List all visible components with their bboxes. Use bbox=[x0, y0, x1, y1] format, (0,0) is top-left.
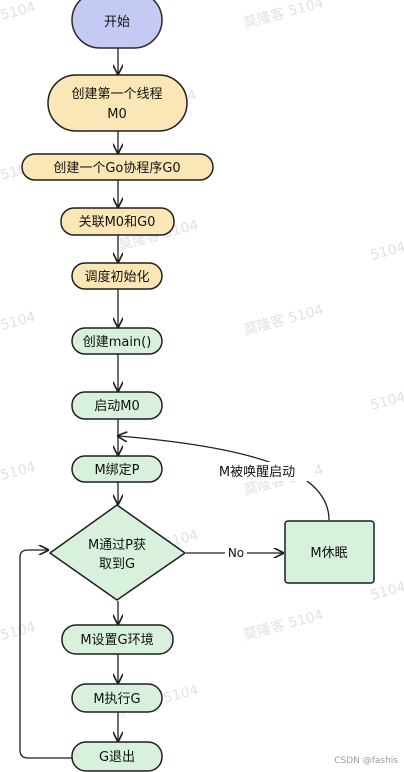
node-create-g0: 创建一个Go协程序G0 bbox=[21, 153, 214, 181]
node-decision-label-1: M通过P获 bbox=[88, 538, 146, 553]
node-g-exit: G退出 bbox=[71, 741, 163, 772]
watermark: 5104 bbox=[369, 579, 404, 604]
node-m-bind-p: M绑定P bbox=[71, 455, 163, 483]
node-m-sleep-label: M休眠 bbox=[310, 546, 347, 561]
node-m-bind-p-label: M绑定P bbox=[94, 463, 139, 478]
node-start-m0: 启动M0 bbox=[71, 391, 163, 420]
edge-label-no: No bbox=[228, 546, 244, 560]
node-sched-init-label: 调度初始化 bbox=[84, 269, 149, 285]
watermark: 5104 bbox=[369, 239, 404, 264]
watermark: 5104 bbox=[0, 619, 38, 644]
node-link-m0-g0-label: 关联M0和G0 bbox=[79, 215, 156, 230]
node-decision-label-2: 取到G bbox=[99, 557, 135, 572]
node-m-set-env: M设置G环境 bbox=[61, 624, 174, 655]
node-start-m0-label: 启动M0 bbox=[94, 399, 140, 414]
node-m-exec-g: M执行G bbox=[71, 683, 163, 713]
watermark: 莫隆客 5104 bbox=[242, 606, 326, 644]
node-start: 开始 bbox=[71, 0, 163, 49]
watermark: 5104 bbox=[369, 389, 404, 414]
node-m-exec-g-label: M执行G bbox=[93, 692, 140, 707]
node-sched-init: 调度初始化 bbox=[71, 262, 163, 290]
edge-exit-loop-to-decision bbox=[19, 550, 72, 759]
node-link-m0-g0: 关联M0和G0 bbox=[60, 207, 175, 236]
node-create-g0-label: 创建一个Go协程序G0 bbox=[53, 161, 180, 176]
node-create-thread: 创建第一个线程 M0 bbox=[47, 74, 188, 132]
watermark: 5104 bbox=[0, 0, 38, 24]
node-create-thread-label-1: 创建第一个线程 bbox=[71, 87, 162, 102]
edge-label-bg bbox=[199, 462, 315, 481]
node-start-label: 开始 bbox=[104, 15, 130, 30]
edge-label-bg bbox=[225, 544, 247, 561]
node-m-set-env-label: M设置G环境 bbox=[80, 633, 153, 648]
node-g-exit-label: G退出 bbox=[99, 750, 135, 765]
credit-text: CSDN @fashis bbox=[334, 756, 398, 766]
node-decision: M通过P获 取到G bbox=[49, 504, 186, 601]
watermark: 5104 bbox=[0, 459, 38, 484]
node-m-sleep: M休眠 bbox=[284, 520, 375, 584]
node-create-thread-label-2: M0 bbox=[107, 107, 127, 122]
node-create-main-label: 创建main() bbox=[83, 335, 152, 350]
watermark: 莫隆客 5104 bbox=[242, 0, 326, 32]
watermark: 5104 bbox=[0, 309, 38, 334]
watermark: 莫隆客 5104 bbox=[242, 301, 326, 339]
edge-label-wake: M被唤醒启动 bbox=[219, 465, 295, 480]
node-create-main: 创建main() bbox=[71, 327, 163, 355]
